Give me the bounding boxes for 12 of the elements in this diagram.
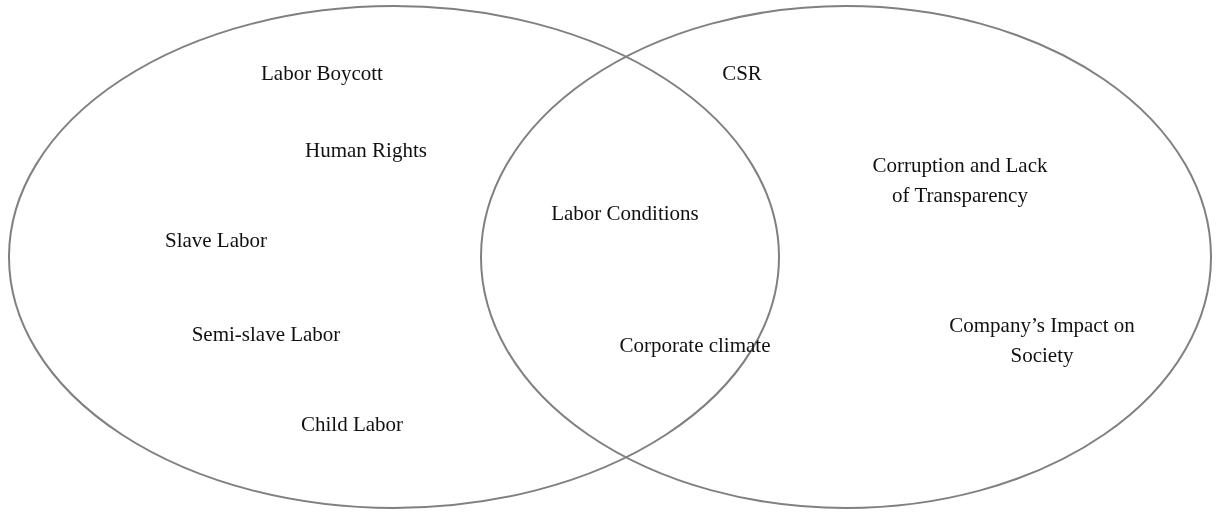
set-label: Corporate climate <box>618 332 772 359</box>
set-label: Labor Boycott <box>260 60 384 87</box>
set-label: Corruption and Lack of Transparency <box>872 152 1048 209</box>
set-label: Company’s Impact on Society <box>948 312 1136 369</box>
set-label: Labor Conditions <box>550 200 700 227</box>
set-label: Slave Labor <box>163 227 268 254</box>
set-label: Human Rights <box>304 137 428 164</box>
set-label: CSR <box>721 60 763 87</box>
set-label: Child Labor <box>299 411 405 438</box>
ellipse-outline <box>480 5 1212 509</box>
set-label: Semi-slave Labor <box>190 321 342 348</box>
ellipse-outline <box>8 5 780 509</box>
